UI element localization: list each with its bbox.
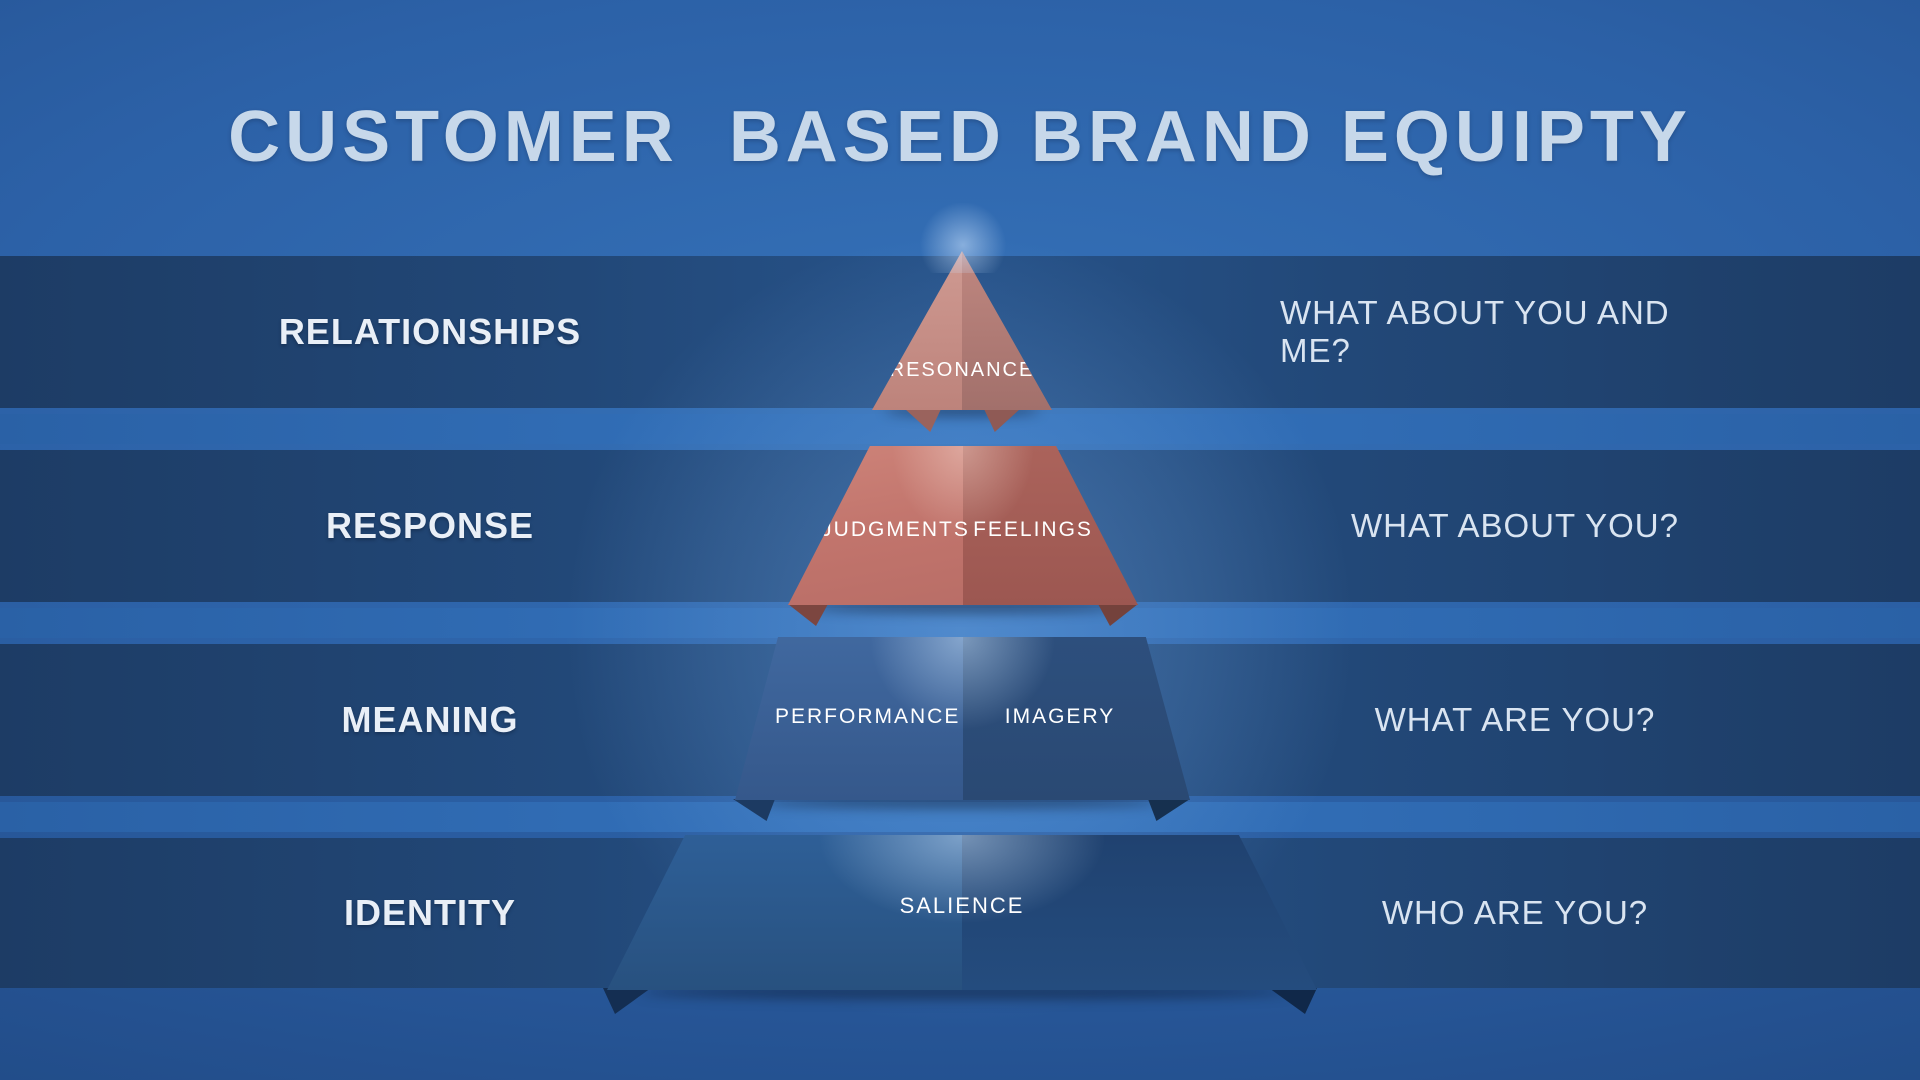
pyramid-level-performance-imagery: PERFORMANCE IMAGERY [735, 637, 1190, 800]
row-question-response: WHAT ABOUT YOU? [1351, 507, 1679, 544]
row-question-identity: WHO ARE YOU? [1381, 894, 1649, 931]
level1-shadow [885, 406, 1040, 416]
divider-stripe-2 [0, 608, 1920, 638]
pyramid-label-feelings: FEELINGS [973, 518, 1093, 541]
row-label-relationships: RELATIONSHIPS [278, 311, 582, 352]
row-label-meaning: MEANING [341, 699, 519, 740]
divider-stripe-3 [0, 802, 1920, 832]
level2-highlight [886, 446, 1040, 545]
row-question-relationships: WHAT ABOUT YOU AND ME? [1280, 294, 1670, 369]
apex-light-flare [918, 203, 1008, 273]
pyramid-label-performance: PERFORMANCE [775, 705, 961, 728]
row-question-meaning: WHAT ARE YOU? [1374, 701, 1656, 738]
divider-stripe-1 [0, 414, 1920, 444]
row-label-response: RESPONSE [325, 505, 535, 546]
page-title: CUSTOMER BASED BRAND EQUIPTY [228, 97, 1692, 177]
row-label-identity: IDENTITY [343, 892, 516, 933]
pyramid-label-resonance: RESONANCE [889, 359, 1035, 381]
pyramid-label-imagery: IMAGERY [1004, 705, 1116, 728]
level4-highlight [805, 835, 1119, 932]
pyramid-level-judgments-feelings: JUDGMENTS FEELINGS [788, 446, 1138, 605]
pyramid-label-salience: SALIENCE [899, 893, 1025, 918]
pyramid-level-salience: SALIENCE [607, 835, 1317, 990]
pyramid-label-judgments: JUDGMENTS [821, 518, 970, 541]
level3-highlight [862, 637, 1063, 739]
